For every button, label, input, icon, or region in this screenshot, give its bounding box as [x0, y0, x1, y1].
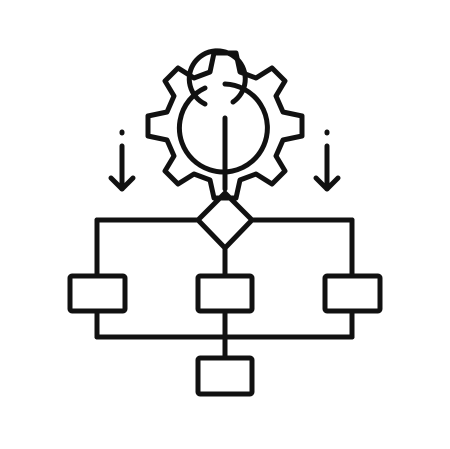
flowchart-box-center-icon: [195, 273, 255, 314]
flowchart-box-right-icon: [322, 273, 383, 314]
right-down-arrow-icon: [313, 129, 341, 192]
decision-diamond-icon: [195, 190, 255, 251]
flowchart-box-left-icon: [67, 273, 128, 314]
gear-icon: [145, 48, 305, 201]
left-down-arrow-icon: [108, 129, 136, 192]
flowchart-connectors: [94, 217, 355, 361]
flowchart-box-bottom-icon: [195, 355, 255, 397]
